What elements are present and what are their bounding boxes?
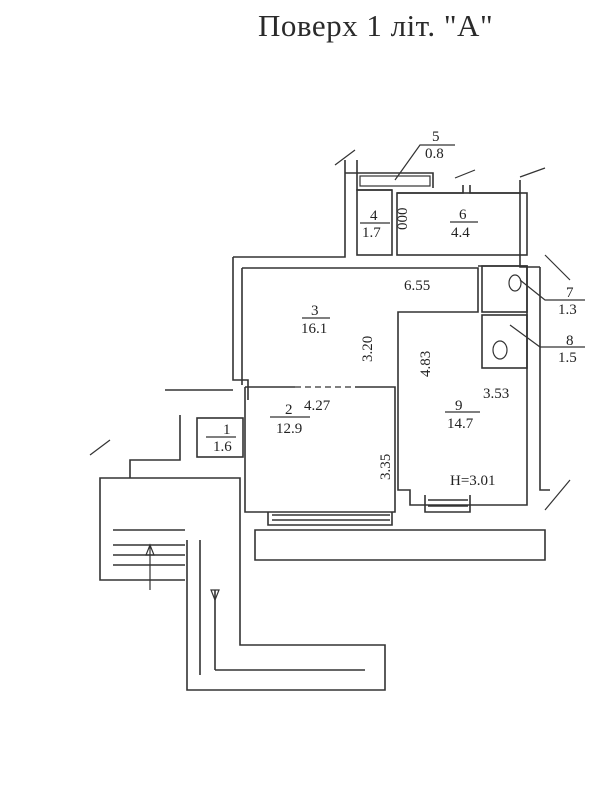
room-4-area: 1.7 (362, 225, 381, 241)
room-3-num: 3 (311, 303, 319, 319)
room-5-area: 0.8 (425, 146, 444, 162)
room-1-walls (196, 417, 244, 458)
room-9-num: 9 (455, 398, 463, 414)
room-5-num: 5 (432, 129, 440, 145)
room-2-area: 12.9 (276, 421, 302, 437)
room-2-walls (244, 386, 396, 513)
terrace (254, 529, 546, 561)
break-marks (89, 149, 571, 511)
dim-655: 6.55 (404, 278, 430, 294)
entrance-corridor (186, 540, 386, 691)
room-3-area: 16.1 (301, 321, 327, 337)
room-2-num: 2 (285, 402, 293, 418)
room-6-area: 4.4 (451, 225, 470, 241)
entrance-stair (99, 389, 241, 581)
dim-353: 3.53 (483, 386, 509, 402)
dim-427: 4.27 (304, 398, 331, 414)
leader-lines (394, 144, 585, 348)
dim-335: 3.35 (378, 454, 394, 480)
room-7-num: 7 (566, 285, 574, 301)
dim-483: 4.83 (418, 351, 434, 377)
room-8-area: 1.5 (558, 350, 577, 366)
room-5-walls (359, 175, 431, 187)
room-8-walls (481, 314, 528, 369)
room-4-walls (356, 189, 393, 256)
window-room-2 (267, 512, 393, 526)
room-6-num: 6 (459, 207, 467, 223)
room-7-walls (481, 265, 528, 313)
dim-320: 3.20 (360, 336, 376, 362)
window-room-9 (424, 495, 471, 513)
floor-title: Поверх 1 літ. "А" (258, 8, 494, 43)
height-label: H=3.01 (450, 473, 496, 489)
room-4-num: 4 (370, 208, 378, 224)
toilet-icon (492, 340, 508, 360)
room-8-num: 8 (566, 333, 574, 349)
sink-icon (508, 274, 522, 292)
dim-000: 000 (395, 208, 411, 231)
fraction-lines (206, 221, 480, 438)
room-9-area: 14.7 (447, 416, 474, 432)
arrow-icon (145, 543, 220, 602)
room-1-num: 1 (223, 422, 231, 438)
room-6-walls (396, 192, 528, 256)
room-7-area: 1.3 (558, 302, 577, 318)
room-1-area: 1.6 (213, 439, 232, 455)
